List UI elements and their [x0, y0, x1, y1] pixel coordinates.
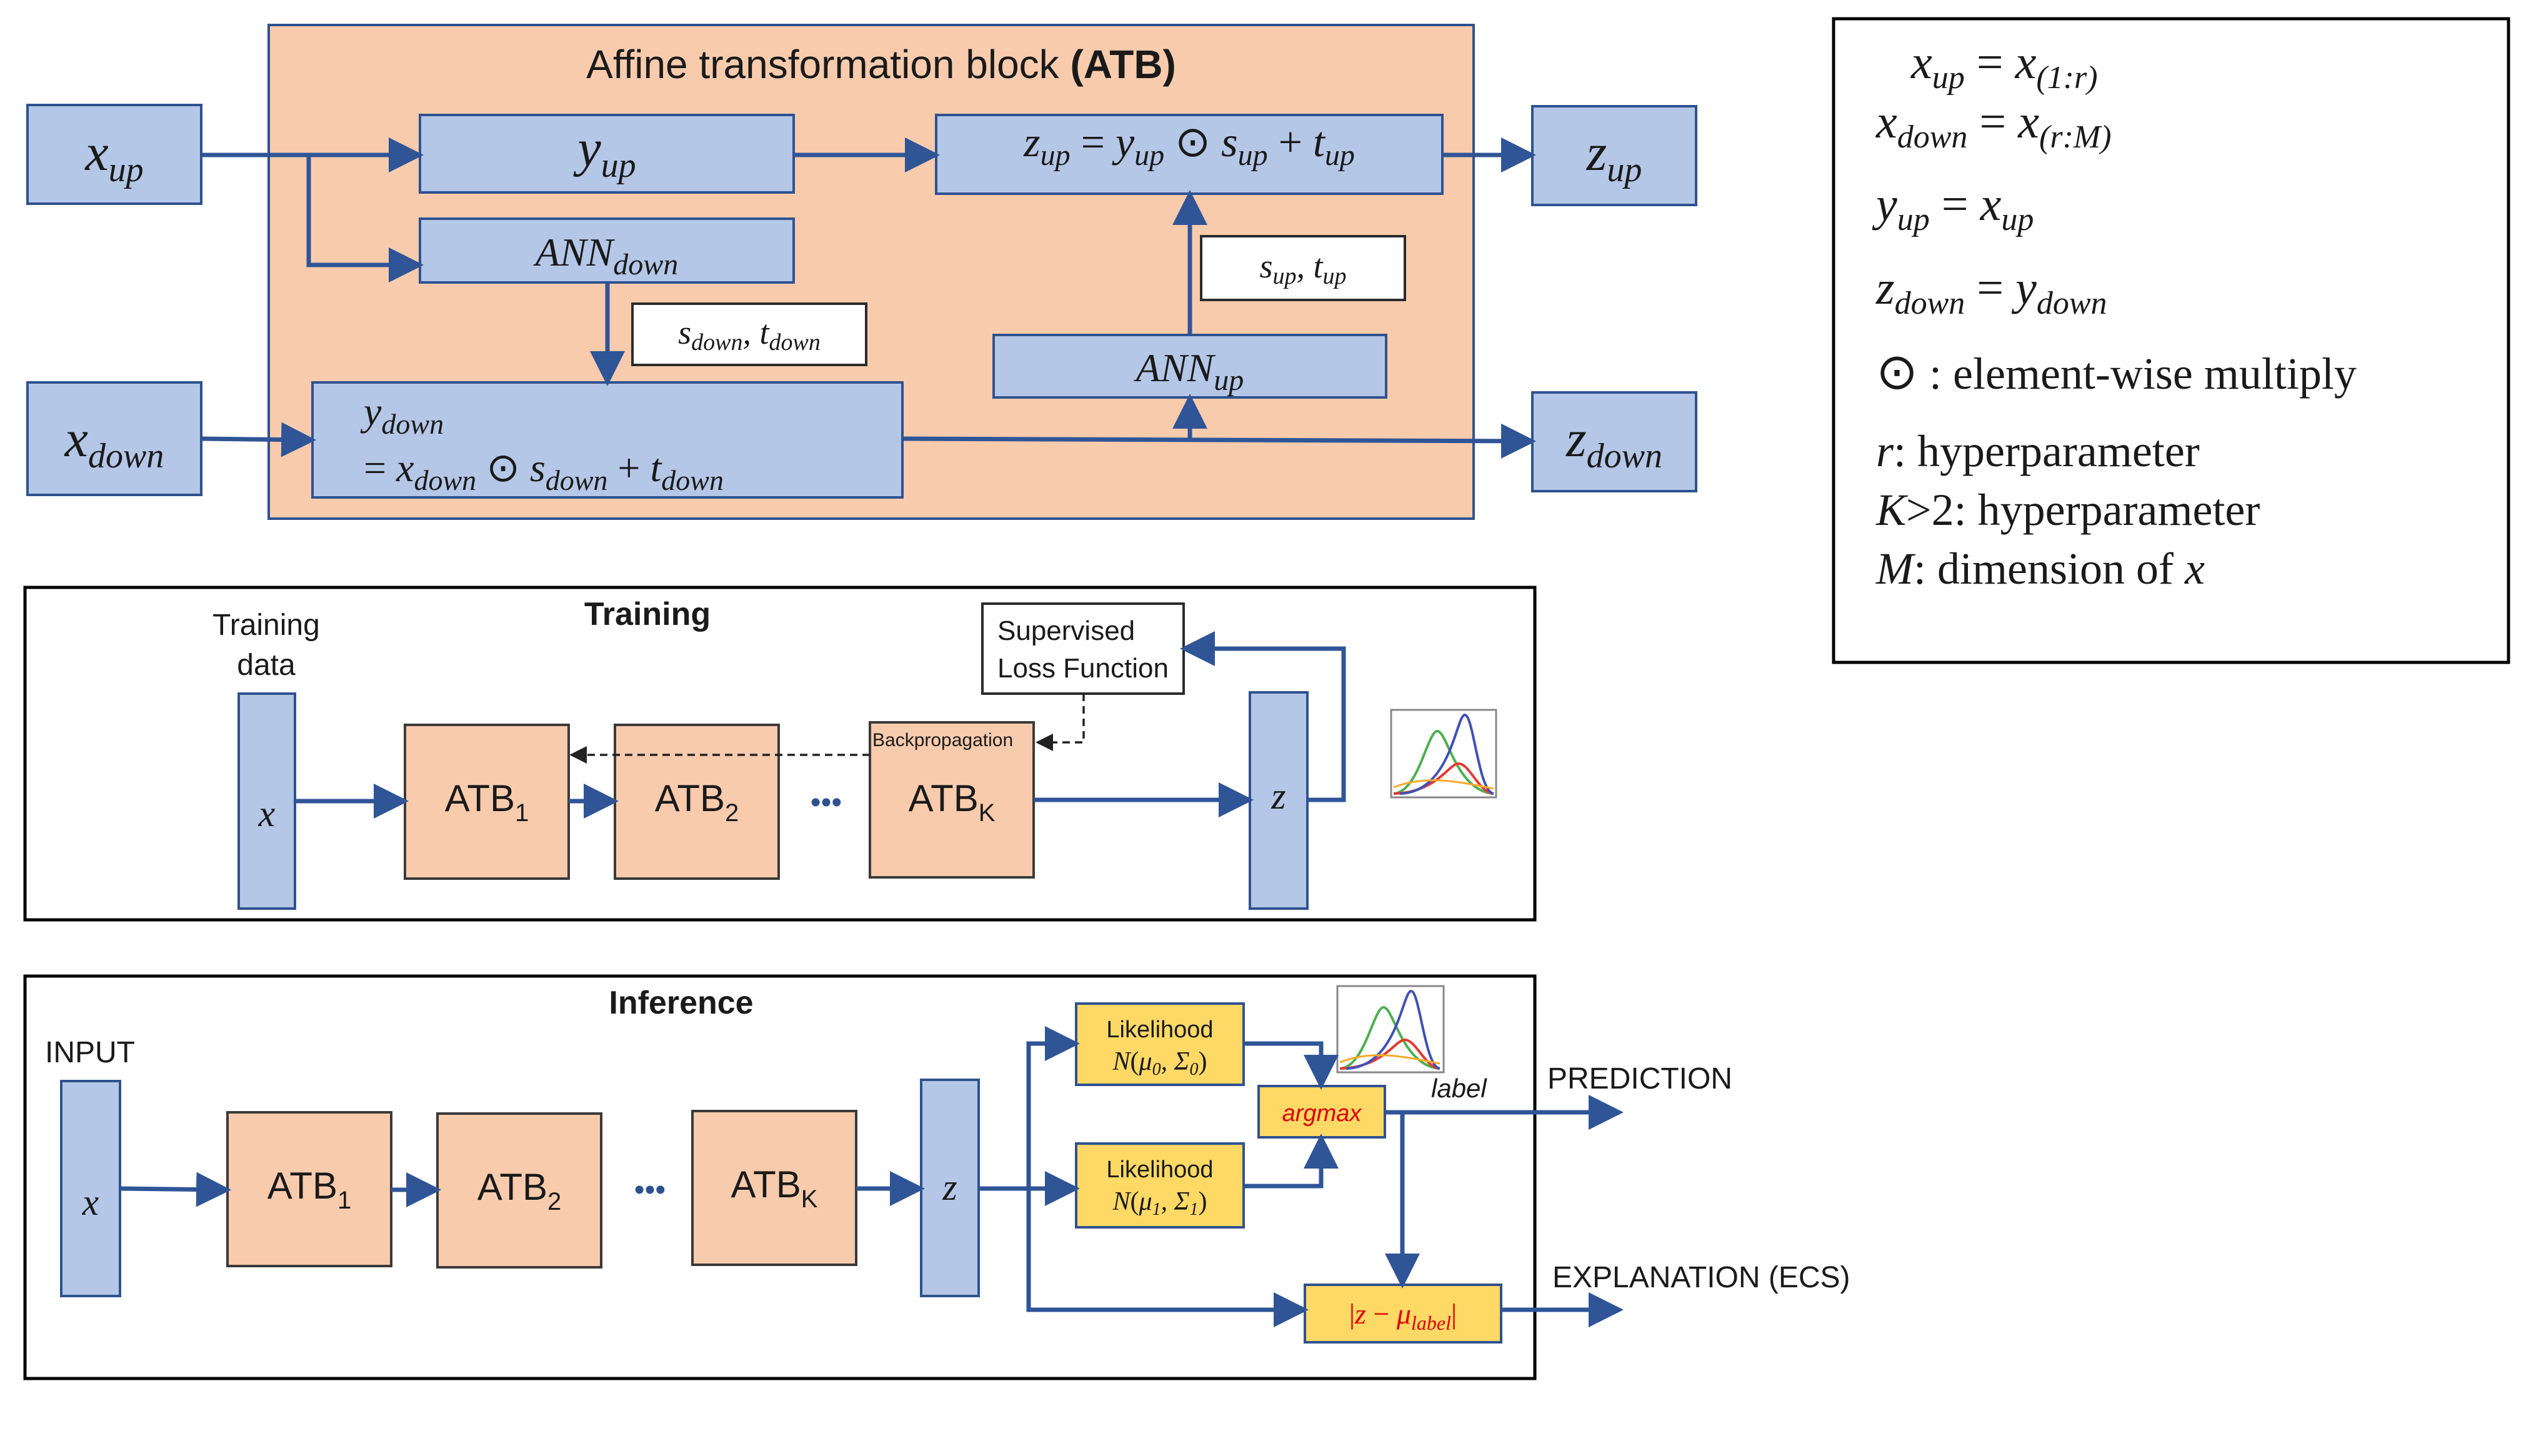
training-x-label: x — [258, 793, 276, 834]
legend-line-5: ⊙ : element-wise multiply — [1876, 345, 2357, 400]
ecs-box — [1304, 1284, 1502, 1344]
x-up-box — [26, 104, 202, 205]
argmax-box — [1257, 1085, 1386, 1139]
inference-title: Inference — [609, 985, 753, 1021]
inference-atbk-label: ATBK — [731, 1164, 818, 1213]
training-atb2-box — [614, 724, 780, 880]
arrow-lik0-argmax — [1244, 1041, 1339, 1090]
legend-frame — [1832, 17, 2510, 664]
s-t-down-label: sdown, tdown — [678, 314, 821, 356]
arrow-inf-z-lik0 — [1026, 1026, 1080, 1189]
arrow-inf-x-atb1 — [119, 1172, 231, 1207]
inference-ellipsis: ••• — [634, 1174, 666, 1207]
ann-down-label: ANNdown — [533, 230, 678, 281]
s-t-up-box — [1200, 235, 1406, 301]
arrow-xdown-ydown — [201, 422, 316, 457]
training-atb2-label: ATB2 — [655, 777, 739, 827]
arrow-lik1-argmax — [1244, 1134, 1339, 1189]
atb-arrows — [201, 137, 1536, 459]
z-down-label: zdown — [1565, 410, 1662, 476]
legend-panel: xup = x(1:r) xdown = x(r:M) yup = xup zd… — [1832, 17, 2510, 664]
inference-z-box — [920, 1079, 980, 1297]
s-t-up-label: sup, tup — [1259, 247, 1346, 289]
legend-line-6: r: hyperparameter — [1876, 426, 2200, 476]
loss-function-label-1: Supervised — [997, 616, 1135, 646]
gaussian-curves-icon — [1336, 985, 1445, 1074]
y-down-label-line2: = xdown ⊙ sdown + tdown — [364, 446, 724, 496]
inference-atb2-label: ATB2 — [477, 1166, 562, 1215]
likelihood-1-formula: N(μ1, Σ1) — [1112, 1187, 1207, 1219]
training-data-label-2: data — [237, 649, 296, 682]
inference-atb2-box — [436, 1112, 602, 1269]
likelihood-0-title: Likelihood — [1106, 1017, 1213, 1043]
inference-x-box — [60, 1080, 121, 1297]
training-frame — [23, 586, 1537, 922]
inference-x-label: x — [82, 1182, 99, 1223]
training-ellipsis: ••• — [811, 786, 842, 819]
y-up-box — [419, 114, 795, 194]
prediction-label: PREDICTION — [1547, 1062, 1732, 1095]
gaussian-curves-icon — [1390, 709, 1497, 799]
atb-title: Affine transformation block (ATB) — [586, 42, 1176, 87]
training-panel: Training Training data x ATB1 ATB2 ••• A… — [23, 586, 1537, 922]
training-x-box — [237, 692, 296, 910]
x-up-label: xup — [84, 124, 143, 189]
argmax-label: argmax — [1282, 1100, 1363, 1127]
loss-function-label-2: Loss Function — [997, 653, 1169, 684]
inference-atb1-label: ATB1 — [267, 1165, 352, 1214]
legend-line-2: xdown = x(r:M) — [1875, 96, 2112, 155]
atb-panel: Affine transformation block (ATB) xup xd… — [26, 24, 1697, 520]
arrow-train-z-loss — [1180, 631, 1346, 802]
arrow-inf-z-ecs — [1026, 1189, 1309, 1327]
label-text: label — [1431, 1074, 1487, 1103]
training-z-label: z — [1270, 775, 1285, 817]
training-title: Training — [584, 596, 711, 632]
training-data-label-1: Training — [212, 609, 320, 642]
inference-arrows — [119, 1026, 1624, 1327]
legend-line-4: zdown = ydown — [1875, 262, 2107, 321]
x-down-label: xdown — [64, 410, 164, 476]
input-label: INPUT — [45, 1036, 135, 1069]
z-up-formula-box — [935, 114, 1444, 195]
z-up-label: zup — [1586, 124, 1642, 189]
arrow-loss-backprop — [1036, 694, 1085, 751]
training-atb1-box — [404, 724, 570, 880]
likelihood-1-title: Likelihood — [1106, 1157, 1213, 1183]
z-up-formula: zup = yup ⊙ sup + tup — [1023, 118, 1355, 172]
legend-line-7: K>2: hyperparameter — [1875, 485, 2260, 535]
arrow-xup-anndown — [306, 155, 424, 282]
inference-atbk-box — [691, 1110, 857, 1266]
s-t-down-box — [631, 302, 867, 366]
training-atbk-label: ATBK — [909, 777, 996, 827]
ann-up-label: ANNup — [1134, 346, 1244, 397]
y-down-label-line1: ydown — [360, 389, 444, 440]
arrow-ydown-zdown — [902, 423, 1536, 459]
likelihood-0-formula: N(μ0, Σ0) — [1112, 1047, 1207, 1079]
ecs-formula: |z − μlabel| — [1349, 1298, 1457, 1334]
inference-panel: Inference INPUT x ATB1 ATB2 ••• ATBK z L… — [23, 974, 1850, 1380]
legend-line-8: M: dimension of x — [1875, 544, 2205, 594]
training-atb1-label: ATB1 — [445, 777, 529, 827]
legend-line-1: xup = x(1:r) — [1910, 36, 2098, 96]
ann-down-box — [419, 217, 795, 284]
y-up-label: yup — [572, 119, 636, 185]
explanation-label: EXPLANATION (ECS) — [1552, 1261, 1850, 1294]
legend-line-3: yup = xup — [1872, 178, 2034, 237]
backpropagation-label: Backpropagation — [872, 730, 1013, 750]
training-atbk-box — [869, 721, 1035, 879]
inference-z-label: z — [942, 1167, 957, 1208]
y-down-box — [311, 381, 904, 499]
inference-frame — [23, 974, 1537, 1380]
loss-function-box — [981, 602, 1185, 695]
z-up-box — [1531, 105, 1697, 206]
